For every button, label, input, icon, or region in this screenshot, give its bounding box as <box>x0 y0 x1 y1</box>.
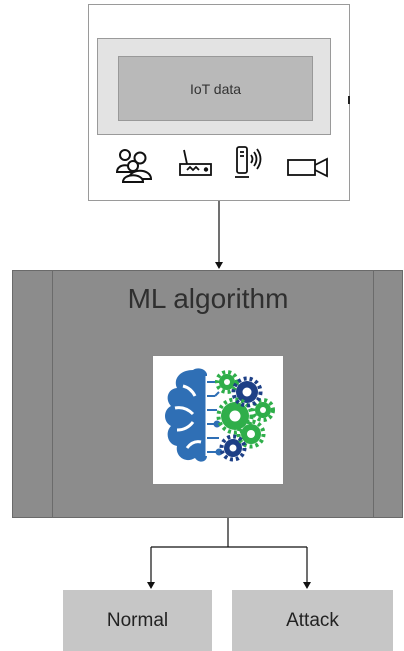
router-icon <box>179 149 212 176</box>
users-icon <box>115 149 153 183</box>
output-attack: Attack <box>232 590 393 651</box>
ml-algorithm-title: ML algorithm <box>127 283 289 314</box>
ml-block-right-divider <box>373 270 374 518</box>
wireless-device-icon <box>235 146 262 178</box>
ai-brain-gears-icon <box>165 368 275 462</box>
iot-data-label: IoT data <box>118 56 313 121</box>
camera-icon <box>287 157 328 178</box>
ml-block-left-divider <box>52 270 53 518</box>
output-normal: Normal <box>63 590 212 651</box>
panel-notch <box>348 96 350 104</box>
ml-image-frame <box>152 355 284 485</box>
